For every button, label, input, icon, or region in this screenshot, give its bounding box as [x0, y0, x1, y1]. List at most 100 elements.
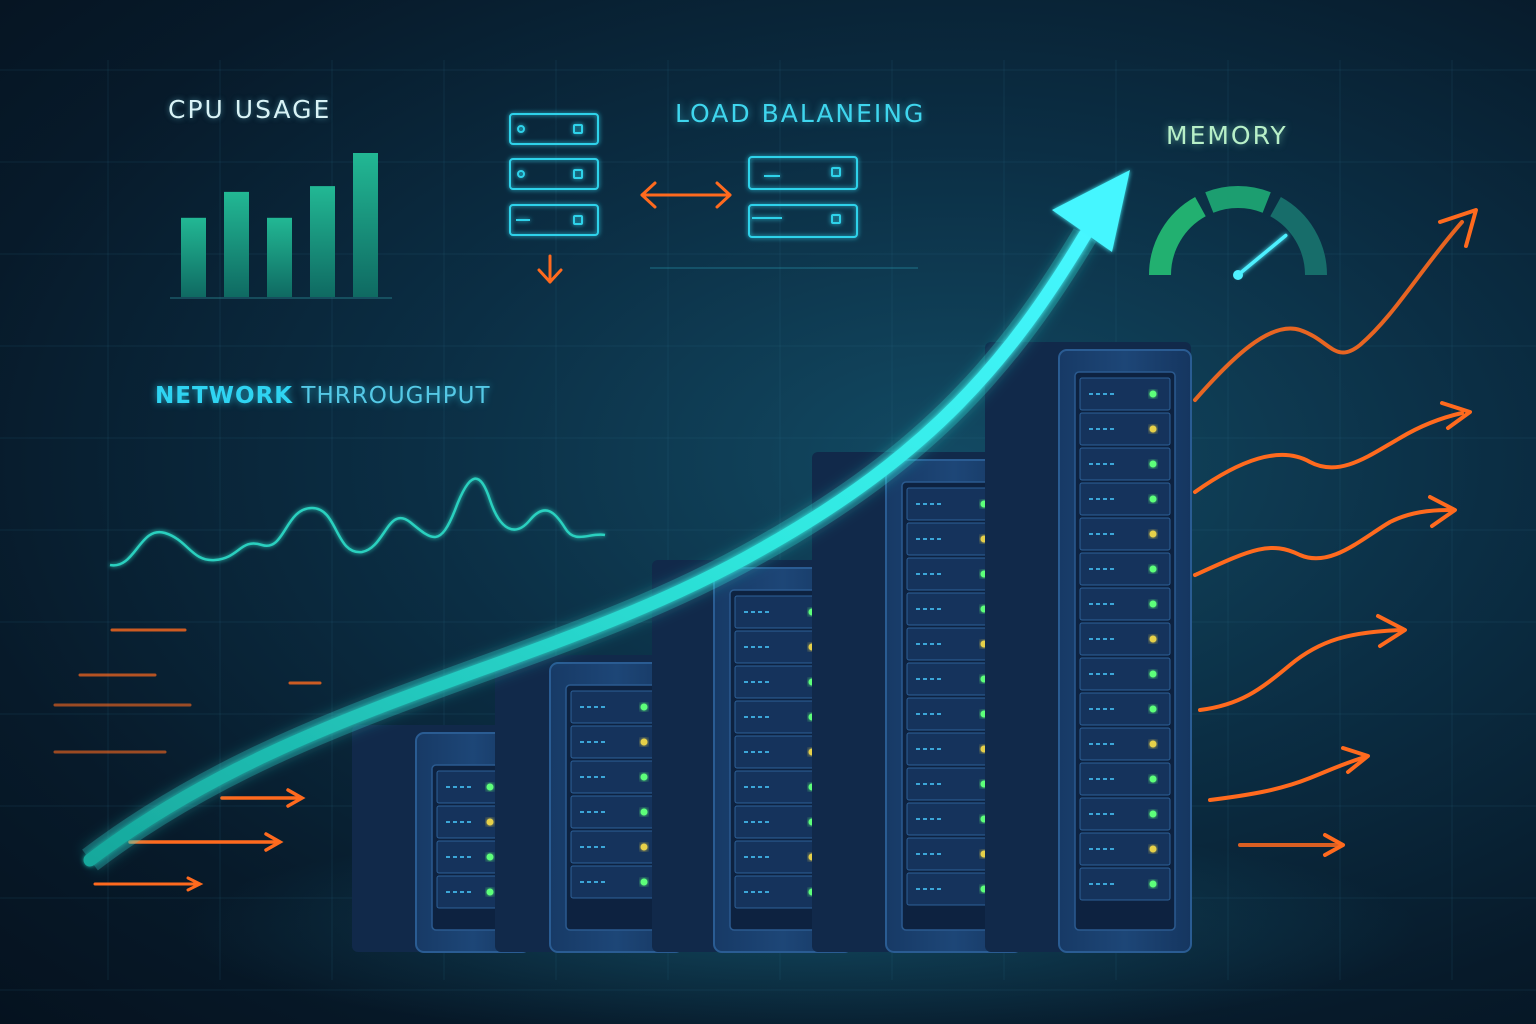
unit-indicator	[1096, 848, 1100, 850]
unit-indicator	[1096, 708, 1100, 710]
unit-indicator	[923, 643, 927, 645]
server-rack	[812, 452, 1023, 953]
unit-indicator	[1110, 813, 1114, 815]
rack-unit	[1079, 447, 1171, 481]
unit-indicator	[1089, 393, 1093, 395]
unit-indicator	[453, 821, 457, 823]
unit-indicator	[1089, 883, 1093, 885]
unit-indicator	[446, 856, 450, 858]
unit-indicator	[765, 856, 769, 858]
trend-arrow-icon	[1238, 833, 1345, 857]
cpu-bar	[181, 217, 206, 297]
status-led	[486, 818, 494, 826]
status-led	[640, 773, 648, 781]
unit-indicator	[930, 503, 934, 505]
unit-indicator	[1103, 498, 1107, 500]
unit-indicator	[453, 856, 457, 858]
unit-indicator	[916, 608, 920, 610]
status-led	[486, 783, 494, 791]
unit-indicator	[1110, 603, 1114, 605]
network-throughput-label: NETWORK THRROUGHPUT	[155, 383, 491, 409]
status-led	[486, 853, 494, 861]
unit-indicator	[744, 891, 748, 893]
network-word: NETWORK	[155, 383, 294, 409]
server-rack	[985, 342, 1192, 953]
unit-indicator	[744, 681, 748, 683]
rack-unit	[1079, 482, 1171, 516]
load-balancing-label: LOAD BALANEING	[675, 99, 926, 128]
unit-indicator	[1089, 638, 1093, 640]
unit-indicator	[460, 786, 464, 788]
unit-indicator	[916, 748, 920, 750]
rack-unit	[1079, 517, 1171, 551]
unit-indicator	[1110, 498, 1114, 500]
unit-indicator	[923, 748, 927, 750]
unit-indicator	[1089, 743, 1093, 745]
unit-indicator	[744, 716, 748, 718]
rack-unit	[1079, 797, 1171, 831]
unit-indicator	[1089, 708, 1093, 710]
unit-indicator	[1096, 428, 1100, 430]
unit-indicator	[1096, 498, 1100, 500]
unit-indicator	[580, 881, 584, 883]
status-led	[1149, 705, 1157, 713]
unit-indicator	[765, 681, 769, 683]
unit-indicator	[587, 881, 591, 883]
unit-indicator	[580, 811, 584, 813]
unit-indicator	[446, 786, 450, 788]
cpu-bar	[310, 186, 335, 297]
server-rack	[352, 725, 531, 953]
unit-indicator	[1110, 743, 1114, 745]
server-icon	[748, 156, 858, 190]
server-icon	[509, 113, 599, 145]
trend-arrow-icon	[1193, 208, 1478, 402]
unit-indicator	[923, 678, 927, 680]
unit-indicator	[765, 611, 769, 613]
unit-indicator	[587, 741, 591, 743]
network-throughput-wave	[109, 477, 606, 567]
unit-indicator	[1103, 673, 1107, 675]
unit-indicator	[1089, 603, 1093, 605]
unit-indicator	[751, 646, 755, 648]
unit-indicator	[453, 786, 457, 788]
unit-indicator	[923, 538, 927, 540]
unit-indicator	[580, 706, 584, 708]
unit-indicator	[1089, 428, 1093, 430]
unit-indicator	[1110, 463, 1114, 465]
rack-unit	[1079, 552, 1171, 586]
unit-indicator	[594, 706, 598, 708]
unit-indicator	[1103, 743, 1107, 745]
unit-indicator	[1103, 463, 1107, 465]
right-arrow-icon	[220, 788, 306, 808]
unit-indicator	[1096, 533, 1100, 535]
trend-arrow-icon	[1208, 746, 1370, 802]
trend-arrow-icon	[1193, 401, 1472, 494]
rack-unit	[1079, 867, 1171, 901]
unit-indicator	[601, 811, 605, 813]
unit-indicator	[1103, 883, 1107, 885]
gauge-icon	[1149, 186, 1327, 280]
unit-indicator	[758, 821, 762, 823]
unit-indicator	[580, 846, 584, 848]
unit-indicator	[1110, 568, 1114, 570]
unit-indicator	[916, 783, 920, 785]
unit-indicator	[1103, 813, 1107, 815]
unit-indicator	[937, 853, 941, 855]
unit-indicator	[930, 643, 934, 645]
unit-indicator	[580, 741, 584, 743]
unit-indicator	[1103, 428, 1107, 430]
rack-unit	[1079, 692, 1171, 726]
status-led	[1149, 670, 1157, 678]
unit-indicator	[758, 716, 762, 718]
trend-arrow-icon	[1193, 495, 1457, 577]
unit-indicator	[923, 573, 927, 575]
unit-indicator	[1103, 393, 1107, 395]
status-led	[1149, 635, 1157, 643]
unit-indicator	[601, 706, 605, 708]
unit-indicator	[930, 853, 934, 855]
unit-indicator	[930, 888, 934, 890]
unit-indicator	[751, 611, 755, 613]
unit-indicator	[744, 856, 748, 858]
unit-indicator	[758, 751, 762, 753]
